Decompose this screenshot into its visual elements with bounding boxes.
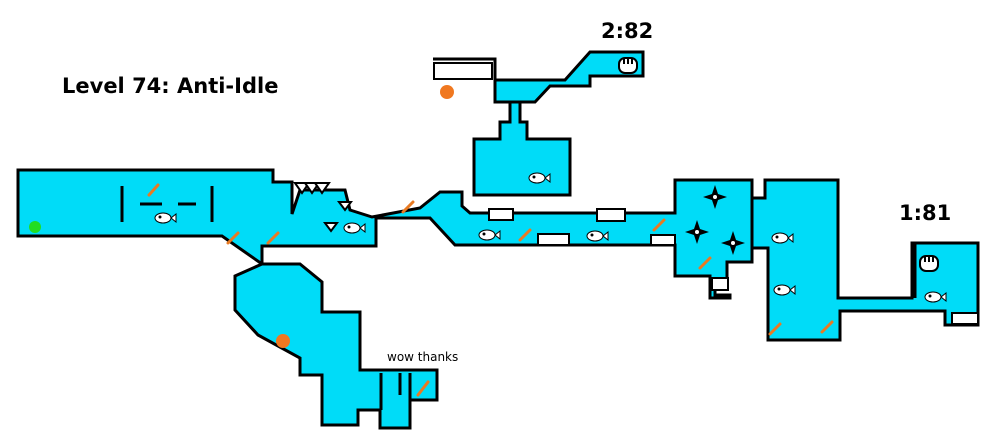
spike-hazards xyxy=(293,182,353,233)
springs xyxy=(147,183,834,397)
notch xyxy=(711,277,729,291)
notch xyxy=(650,234,676,246)
white-fish-enemy xyxy=(154,212,177,224)
orange-spring xyxy=(226,231,240,245)
water-area xyxy=(16,50,980,430)
black-spike-hazard xyxy=(303,182,321,195)
inner-walls xyxy=(120,186,917,410)
time-top-room: 2:82 xyxy=(601,19,654,43)
white-glove-goal xyxy=(919,255,939,272)
white-fish-enemy xyxy=(528,172,551,184)
black-spike-hazard xyxy=(337,201,353,212)
note-text: wow thanks xyxy=(387,350,459,364)
orange-coin xyxy=(276,334,290,348)
central-chamber xyxy=(472,100,572,197)
orange-spring xyxy=(820,320,834,334)
orange-spring xyxy=(518,228,532,242)
white-fish-enemy xyxy=(773,284,796,296)
notches xyxy=(433,62,979,325)
notch xyxy=(537,233,570,246)
notch xyxy=(951,312,979,325)
left-room xyxy=(16,168,754,300)
fish-enemies xyxy=(154,172,947,303)
orange-spring xyxy=(698,256,712,270)
orange-coin xyxy=(440,85,454,99)
white-fish-enemy xyxy=(771,232,794,244)
start-green-dot xyxy=(29,221,41,233)
time-right-room: 1:81 xyxy=(899,201,952,225)
black-shuriken-hazard xyxy=(703,185,727,209)
orange-spring xyxy=(652,218,666,232)
shuriken-hazards xyxy=(685,185,745,255)
black-spike-hazard xyxy=(293,182,311,195)
black-spike-hazard xyxy=(323,222,339,233)
notch xyxy=(433,62,493,80)
notch xyxy=(488,208,514,221)
white-fish-enemy xyxy=(478,229,501,241)
orange-spring xyxy=(147,183,160,197)
white-fish-enemy xyxy=(924,291,947,303)
white-glove-goal xyxy=(618,57,638,74)
black-shuriken-hazard xyxy=(685,220,709,244)
orange-spring xyxy=(768,322,782,336)
level-title: Level 74: Anti-Idle xyxy=(62,74,279,98)
glove-goals xyxy=(618,57,939,272)
black-shuriken-hazard xyxy=(721,231,745,255)
black-spike-hazard xyxy=(313,182,331,195)
white-fish-enemy xyxy=(343,222,366,234)
orange-spring xyxy=(416,380,430,397)
coins xyxy=(276,85,454,348)
white-fish-enemy xyxy=(586,230,609,242)
orange-spring xyxy=(266,231,280,245)
orange-spring xyxy=(401,200,415,214)
lower-chamber xyxy=(233,262,439,430)
notch xyxy=(596,208,626,222)
top-tube xyxy=(433,50,645,104)
